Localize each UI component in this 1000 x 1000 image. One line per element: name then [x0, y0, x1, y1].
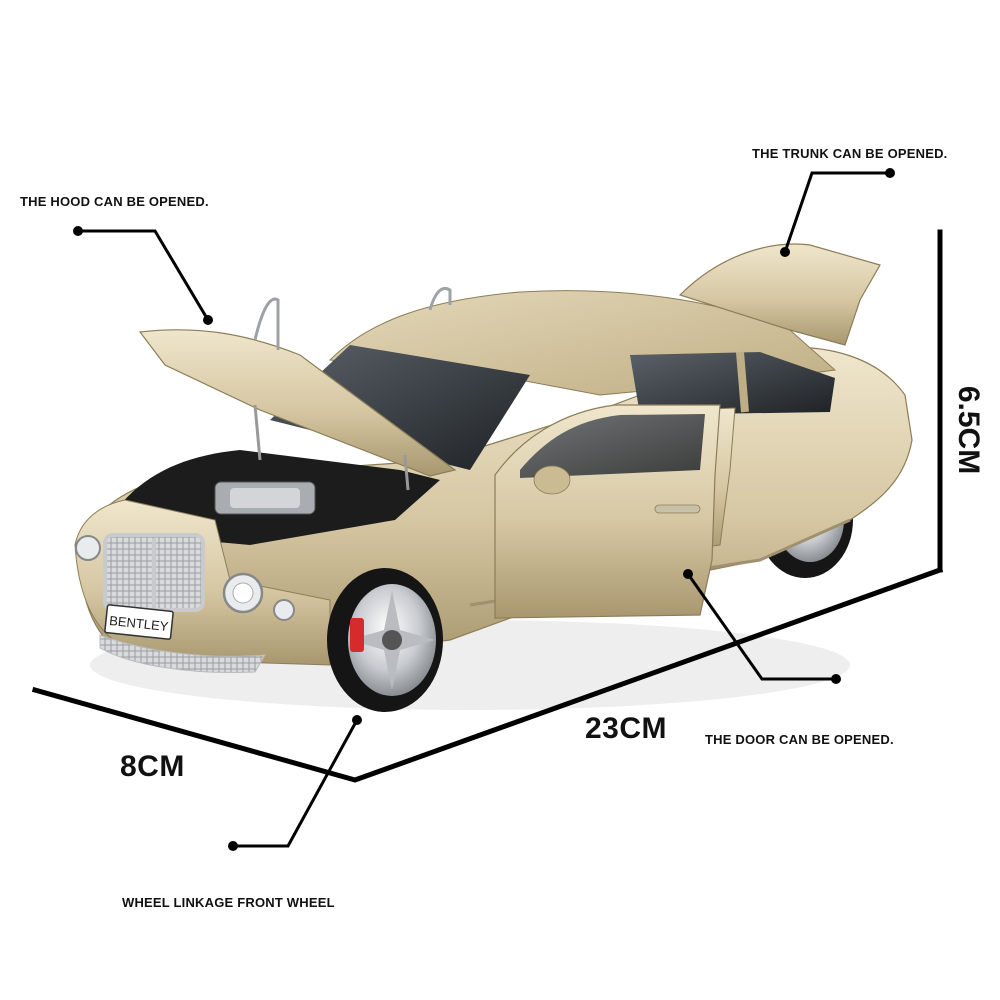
trunk-leader-line — [783, 171, 890, 253]
wheel-leader-dot-b — [352, 715, 362, 725]
hood-leader-dot-a — [73, 226, 83, 236]
wheel-callout-label: WHEEL LINKAGE FRONT WHEEL — [122, 895, 335, 910]
door-callout-label: THE DOOR CAN BE OPENED. — [705, 732, 894, 747]
door-leader-line — [686, 573, 836, 681]
door-leader-dot-b — [831, 674, 841, 684]
front-door — [494, 404, 721, 619]
front-wheel — [327, 568, 443, 712]
length-dimension-label: 23CM — [585, 712, 668, 745]
hood — [138, 329, 457, 491]
wheel-leader-dot-a — [228, 841, 238, 851]
trunk-leader-dot-b — [780, 247, 790, 257]
dimension-line-width-length — [31, 566, 944, 783]
trunk-lid — [678, 243, 881, 346]
dimension-lines — [31, 229, 944, 783]
plate-text: BENTLEY — [109, 613, 170, 634]
width-dimension-label: 8CM — [120, 750, 185, 783]
height-dimension-label: 6.5CM — [952, 385, 985, 475]
hood-leader-dot-b — [203, 315, 213, 325]
hood-leader-line — [78, 229, 210, 321]
trunk-callout-label: THE TRUNK CAN BE OPENED. — [752, 146, 948, 161]
headlight-left — [75, 535, 101, 561]
license-plate — [104, 604, 174, 640]
wheel-leader-line — [233, 719, 359, 848]
hood-callout-label: THE HOOD CAN BE OPENED. — [20, 194, 209, 209]
front-fascia: BENTLEY — [74, 499, 331, 673]
trunk-leader-dot-a — [885, 168, 895, 178]
door-leader-dot-a — [683, 569, 693, 579]
